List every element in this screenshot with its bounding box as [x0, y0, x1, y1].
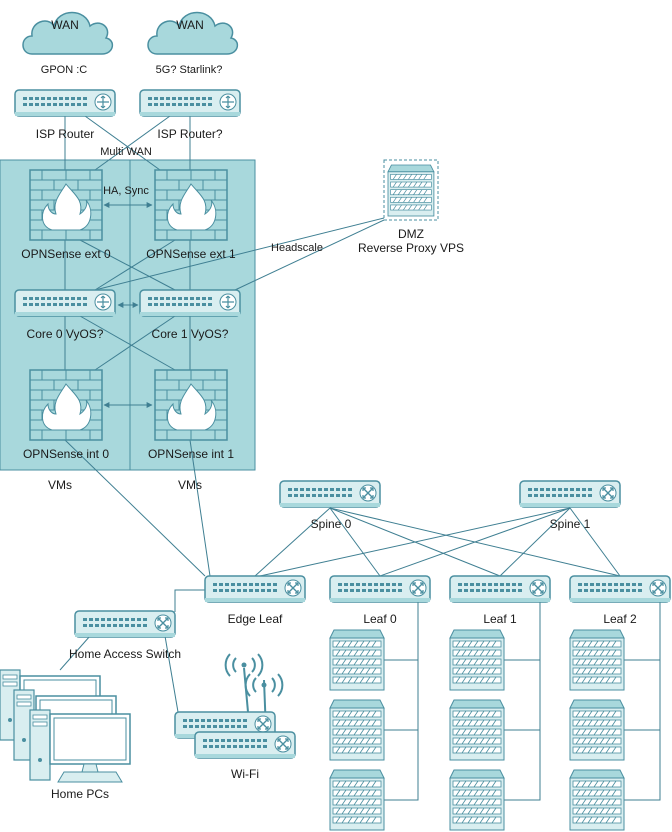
leaf-0-server-2-icon: [329, 699, 385, 761]
wan-1-label: WAN: [51, 18, 79, 32]
opnsense-ext-0-icon[interactable]: [29, 169, 103, 241]
gpon-label: GPON :C: [40, 64, 88, 76]
opnsense-ext-1-label: OPNSense ext 1: [146, 247, 236, 261]
opnsense-int-0-label: OPNSense int 0: [22, 447, 110, 461]
edge-leaf-label: Edge Leaf: [227, 612, 283, 626]
wifi-router-icon[interactable]: [175, 653, 295, 758]
isp-router-2-label: ISP Router?: [157, 127, 223, 141]
isp-router-1-label: ISP Router: [35, 127, 95, 141]
leaf-2-switch-icon[interactable]: [570, 576, 670, 602]
core-0-router-icon[interactable]: [15, 290, 115, 316]
core-1-router-icon[interactable]: [140, 290, 240, 316]
core-0-label: Core 0 VyOS?: [26, 327, 104, 341]
ha-sync-arrows: [103, 202, 153, 408]
dmz-label: DMZ: [398, 227, 424, 241]
opnsense-int-1-icon[interactable]: [154, 369, 228, 441]
leaf-2-server-2-icon: [569, 699, 625, 761]
home-access-switch-label: Home Access Switch: [68, 647, 182, 661]
leaf-2-server-3-icon: [569, 769, 625, 831]
core-1-label: Core 1 VyOS?: [151, 327, 229, 341]
spine-1-label: Spine 1: [549, 517, 591, 531]
leaf-2-server-1-icon: [569, 629, 625, 691]
dmz-dashed-box: [383, 159, 439, 221]
leaf-0-server-3-icon: [329, 769, 385, 831]
opnsense-ext-0-label: OPNSense ext 0: [21, 247, 111, 261]
vms-0-label: VMs: [48, 478, 72, 492]
leaf-2-label: Leaf 2: [603, 612, 637, 626]
home-pcs-label: Home PCs: [50, 787, 110, 801]
isp-router-2-icon[interactable]: [140, 90, 240, 116]
opnsense-int-0-icon[interactable]: [29, 369, 103, 441]
reverse-proxy-label: Reverse Proxy VPS: [357, 241, 465, 255]
connections: [59, 115, 661, 801]
multi-wan-label: Multi WAN: [100, 146, 152, 158]
isp-router-1-icon[interactable]: [15, 90, 115, 116]
leaf-0-label: Leaf 0: [363, 612, 397, 626]
spine-0-label: Spine 0: [310, 517, 352, 531]
leaf-1-server-1-icon: [449, 629, 505, 691]
home-access-switch-icon[interactable]: [75, 611, 175, 637]
leaf-1-switch-icon[interactable]: [450, 576, 550, 602]
leaf-1-label: Leaf 1: [483, 612, 517, 626]
ha-sync-label: HA, Sync: [103, 185, 149, 197]
wifi-label: Wi-Fi: [231, 767, 259, 781]
opnsense-ext-1-icon[interactable]: [154, 169, 228, 241]
leaf-1-server-3-icon: [449, 769, 505, 831]
leaf-0-server-1-icon: [329, 629, 385, 691]
opnsense-int-1-label: OPNSense int 1: [147, 447, 235, 461]
wan-2-label: WAN: [176, 18, 204, 32]
home-pcs-icon[interactable]: [0, 669, 131, 783]
headscale-label: Headscale: [271, 242, 323, 254]
spine-1-switch-icon[interactable]: [520, 481, 620, 507]
leaf-1-server-2-icon: [449, 699, 505, 761]
edge-leaf-switch-icon[interactable]: [205, 576, 305, 602]
spine-0-switch-icon[interactable]: [280, 481, 380, 507]
dmz-server-icon[interactable]: [387, 164, 435, 217]
starlink-label: 5G? Starlink?: [155, 64, 223, 76]
leaf-0-switch-icon[interactable]: [330, 576, 430, 602]
vms-1-label: VMs: [178, 478, 202, 492]
